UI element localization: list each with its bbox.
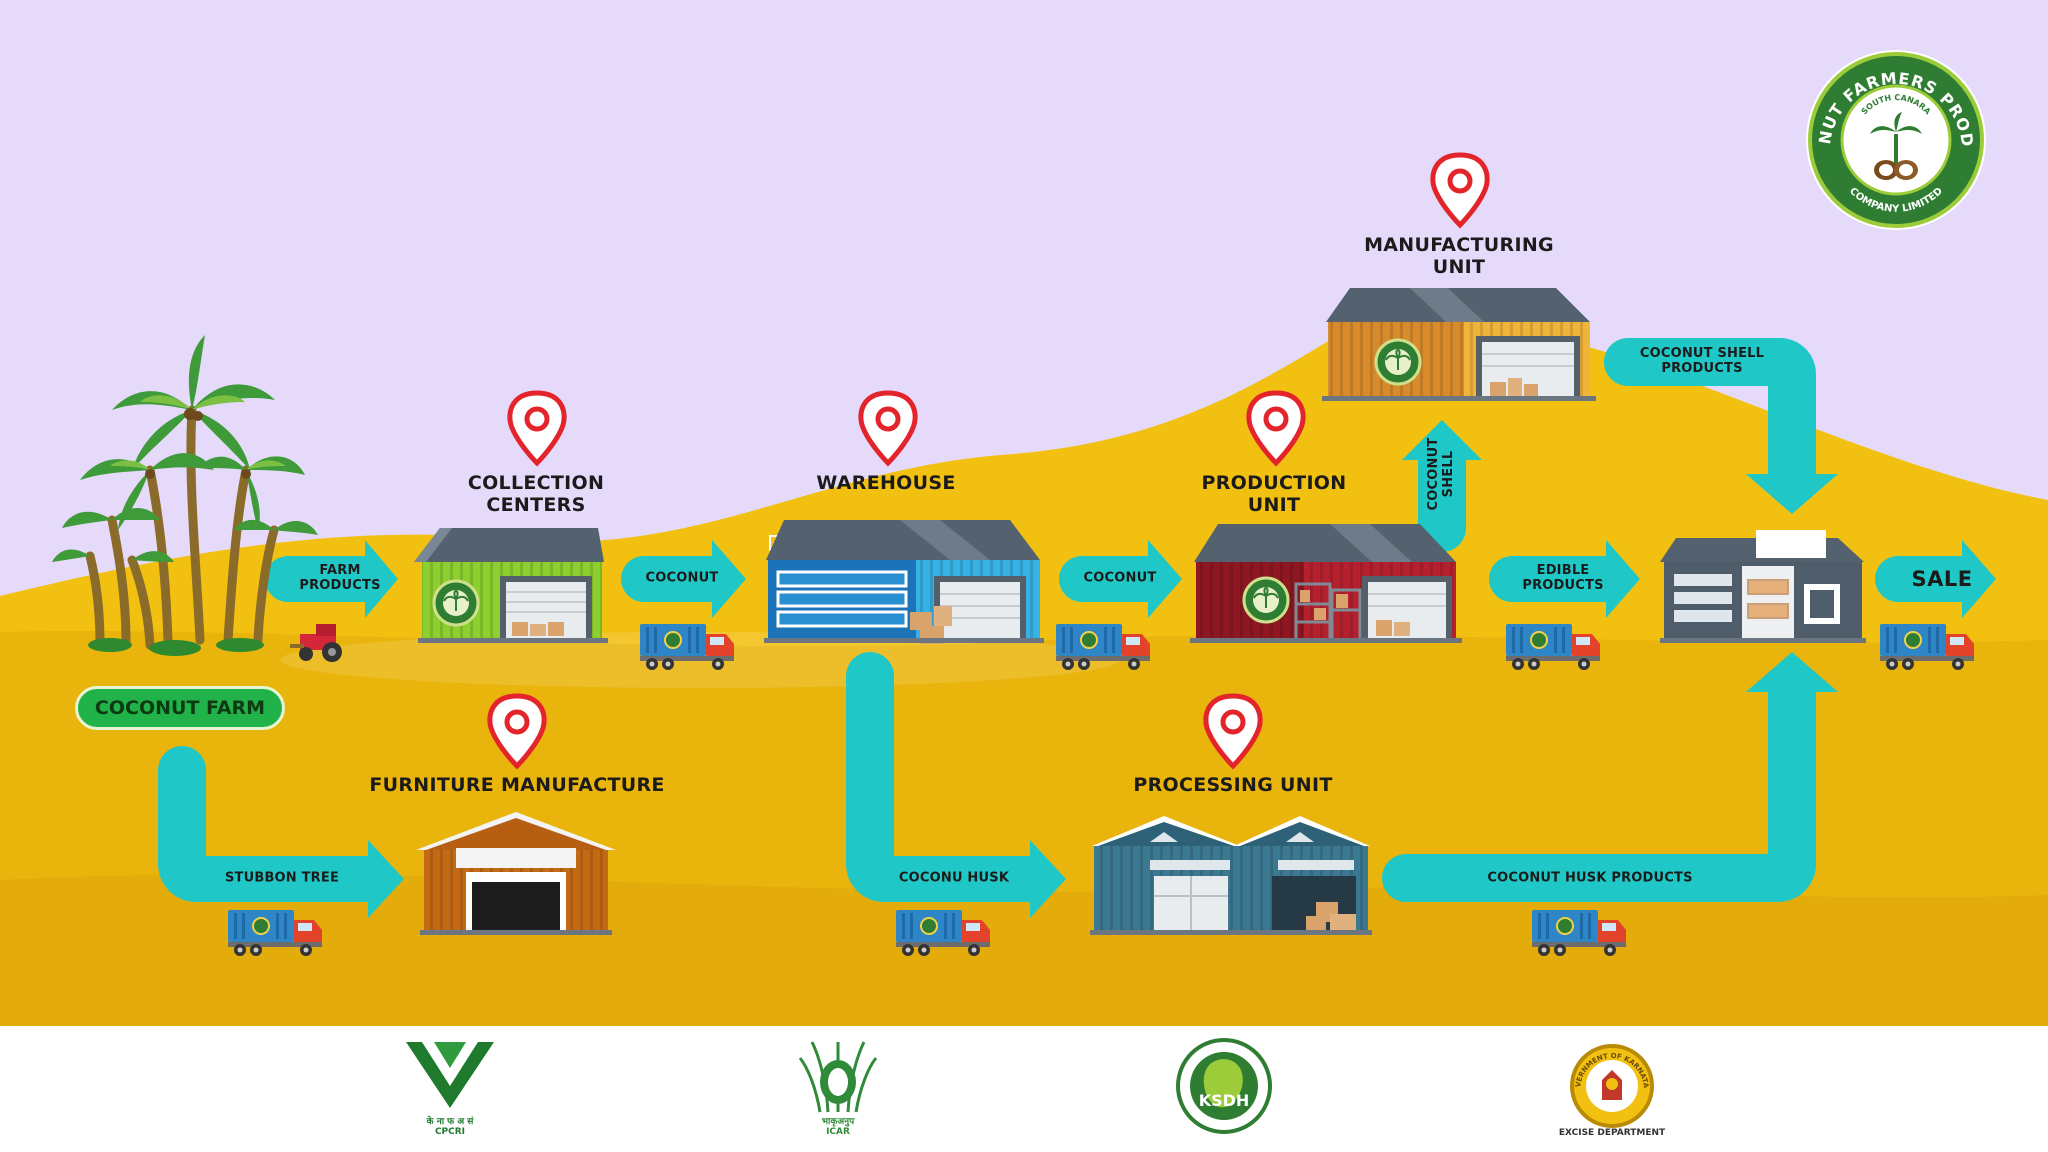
arrow-stubbon-tree	[158, 746, 404, 918]
production-unit-building	[1190, 524, 1462, 643]
pin-production-unit	[1246, 390, 1306, 467]
cpcri-caption-text: के ना फ अ सं CPCRI	[426, 1117, 474, 1137]
brand-logo: COCONUT FARMERS PRODUCER COMPANY LIMITED…	[1806, 50, 1986, 230]
coconut-husk-products-flow-label: COCONUT HUSK PRODUCTS	[1487, 870, 1693, 886]
arrow-coconut-shell	[1402, 420, 1482, 552]
location-pins	[487, 152, 1490, 770]
icar-logo	[798, 1041, 878, 1113]
arrow-coconut-husk-products	[1382, 652, 1838, 902]
pin-manufacturing-unit	[1430, 152, 1490, 229]
tractor	[290, 624, 342, 662]
processing-unit-label: PROCESSING UNIT	[1133, 774, 1333, 797]
collection-centers-building	[414, 528, 608, 643]
pin-collection-centers	[507, 390, 567, 467]
manufacturing-unit-label: MANUFACTURING UNIT	[1364, 234, 1554, 278]
arrow-edible-products	[1489, 540, 1640, 618]
icar-caption: भाकृअनुप ICAR	[822, 1112, 855, 1137]
warehouse-label: WAREHOUSE	[816, 472, 956, 495]
collection-centers-label: COLLECTION CENTERS	[467, 472, 605, 516]
palm-emblem-icon	[1870, 112, 1922, 180]
karnataka-excise-logo: GOVERNMENT OF KARNATAKA	[1570, 1044, 1654, 1128]
pin-processing-unit	[1203, 693, 1263, 770]
sale-flow-label: SALE	[1911, 566, 1973, 591]
flow-arrows	[158, 338, 1996, 918]
stubbon-tree-flow-label: STUBBON TREE	[224, 870, 340, 886]
arrow-coconut-shell-products	[1604, 338, 1838, 514]
farm-products-flow-label: FARM PRODUCTS	[299, 563, 381, 593]
karnataka-caption-text: EXCISE DEPARTMENT	[1558, 1128, 1666, 1138]
manufacturing-unit-building	[1322, 288, 1596, 401]
palm-grove	[52, 335, 318, 656]
furniture-manufacture-label: FURNITURE MANUFACTURE	[369, 774, 665, 797]
production-unit-label: PRODUCTION UNIT	[1201, 472, 1347, 516]
coconut-shell-products-flow-label: COCONUT SHELL PRODUCTS	[1639, 346, 1765, 376]
coconut-farm-label: COCONUT FARM	[75, 686, 285, 730]
ksdh-logo: KSDH	[1176, 1038, 1272, 1134]
coconut-shell-flow-label: COCONUT SHELL	[1426, 437, 1456, 511]
pin-warehouse	[858, 390, 918, 467]
furniture-manufacture-building	[416, 812, 616, 935]
coconut-flow-label-1: COCONUT	[645, 570, 719, 586]
edible-products-flow-label: EDIBLE PRODUCTS	[1522, 563, 1604, 593]
footer-bar	[0, 1026, 2048, 1152]
icar-caption-text: भाकृअनुप ICAR	[821, 1117, 855, 1137]
karnataka-caption: EXCISE DEPARTMENT	[1559, 1126, 1665, 1138]
ksdh-text: KSDH	[1199, 1091, 1250, 1110]
arrow-farm-products	[265, 540, 398, 618]
coconu-husk-flow-label: COCONU HUSK	[898, 870, 1010, 886]
arrow-coconut-1	[621, 540, 746, 618]
coconut-flow-label-2: COCONUT	[1083, 570, 1157, 586]
warehouse-building	[764, 520, 1044, 644]
arrow-sale	[1875, 540, 1996, 618]
pin-furniture-manufacture	[487, 693, 547, 770]
retail-store-building	[1660, 530, 1866, 643]
cpcri-logo	[406, 1042, 494, 1108]
processing-unit-building	[1090, 816, 1372, 935]
arrow-coconu-husk	[846, 652, 1066, 918]
cpcri-caption: के ना फ अ सं CPCRI	[427, 1112, 474, 1137]
arrow-coconut-2	[1059, 540, 1182, 618]
